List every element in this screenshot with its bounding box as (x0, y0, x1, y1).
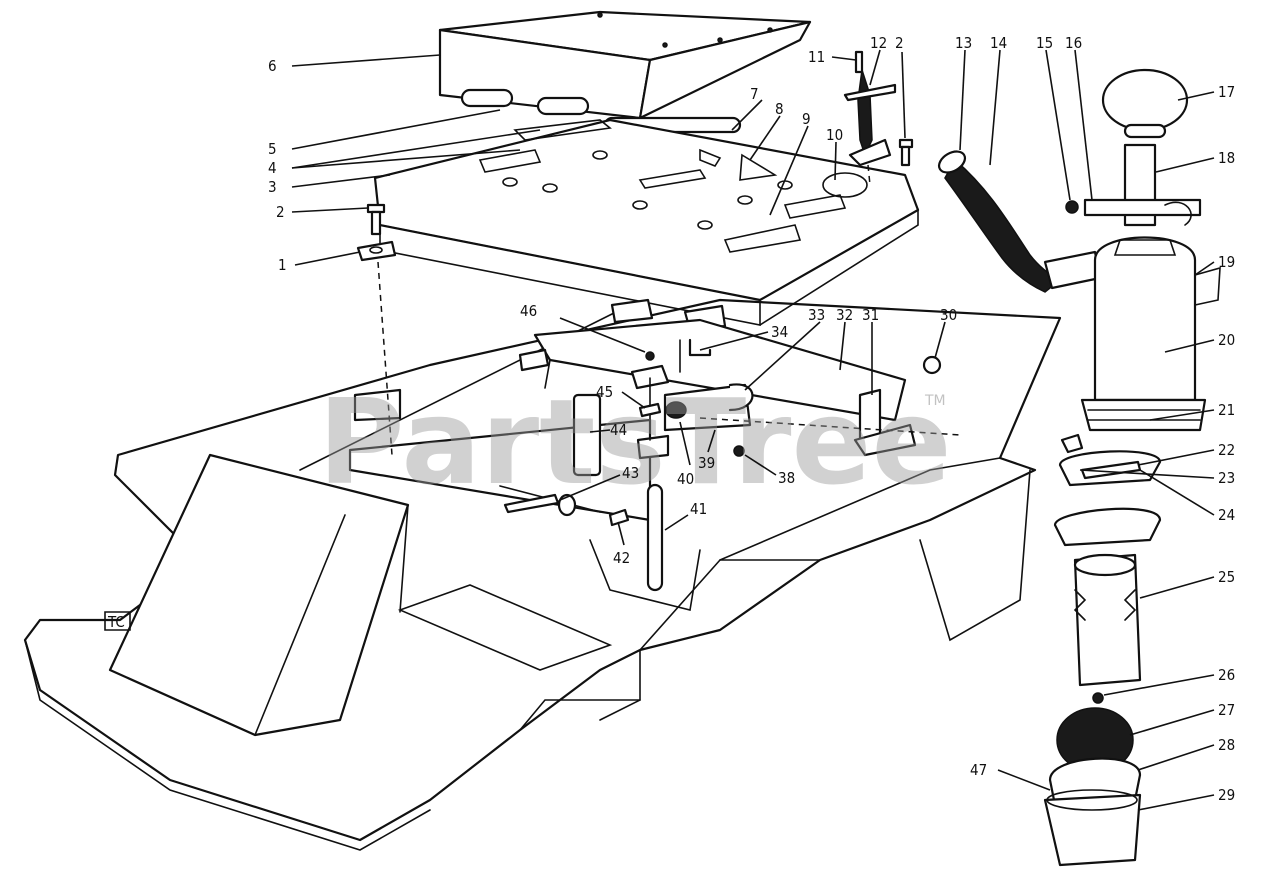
callout-3: 3 (268, 178, 277, 196)
callout-33: 33 (808, 306, 825, 324)
intake-hose (937, 150, 1102, 293)
watermark-text: PartsTree (318, 373, 952, 511)
chassis-frame: TC (23, 298, 1062, 851)
callout-31: 31 (862, 306, 879, 324)
callout-5: 5 (268, 140, 277, 158)
callout-18: 18 (1218, 149, 1235, 167)
seat-pan (438, 10, 812, 134)
callout-23: 23 (1218, 469, 1235, 487)
callout-10: 10 (826, 126, 843, 144)
callout-2-right: 2 (895, 34, 904, 52)
callout-45: 45 (596, 383, 613, 401)
callout-26: 26 (1218, 666, 1235, 684)
callout-38: 38 (778, 469, 795, 487)
callout-42: 42 (613, 549, 630, 567)
callout-29: 29 (1218, 786, 1235, 804)
bolt-right (898, 138, 914, 167)
callout-14: 14 (990, 34, 1007, 52)
callout-16: 16 (1065, 34, 1082, 52)
callout-41: 41 (690, 500, 707, 518)
callout-11: 11 (808, 48, 825, 66)
callout-27: 27 (1218, 701, 1235, 719)
callout-25: 25 (1218, 568, 1235, 586)
callout-17: 17 (1218, 83, 1235, 101)
callout-20: 20 (1218, 331, 1235, 349)
callout-19: 19 (1218, 253, 1235, 271)
callout-24: 24 (1218, 506, 1235, 524)
callout-34: 34 (771, 323, 788, 341)
frame-stamp-text: TC (107, 613, 125, 631)
bolt-and-washer-left (356, 203, 397, 456)
callouts: 6 5 4 3 2 1 7 8 9 10 11 12 2 13 14 (268, 34, 1235, 811)
callout-6: 6 (268, 57, 277, 75)
callout-39: 39 (698, 454, 715, 472)
callout-28: 28 (1218, 736, 1235, 754)
callout-15: 15 (1036, 34, 1053, 52)
callout-30: 30 (940, 306, 957, 324)
callout-7: 7 (750, 85, 759, 103)
callout-44: 44 (610, 421, 627, 439)
callout-13: 13 (955, 34, 972, 52)
latch-lever (843, 50, 897, 186)
callout-43: 43 (622, 464, 639, 482)
callout-40: 40 (677, 470, 694, 488)
callout-2-left: 2 (276, 203, 285, 221)
callout-4: 4 (268, 159, 277, 177)
callout-8: 8 (775, 100, 784, 118)
callout-47: 47 (970, 761, 987, 779)
callout-21: 21 (1218, 401, 1235, 419)
callout-12: 12 (870, 34, 887, 52)
callout-1: 1 (278, 256, 287, 274)
callout-9: 9 (802, 110, 811, 128)
callout-22: 22 (1218, 441, 1235, 459)
air-filter-assembly (1043, 68, 1221, 867)
callout-32: 32 (836, 306, 853, 324)
callout-46: 46 (520, 302, 537, 320)
watermark-trademark: TM (924, 393, 946, 409)
